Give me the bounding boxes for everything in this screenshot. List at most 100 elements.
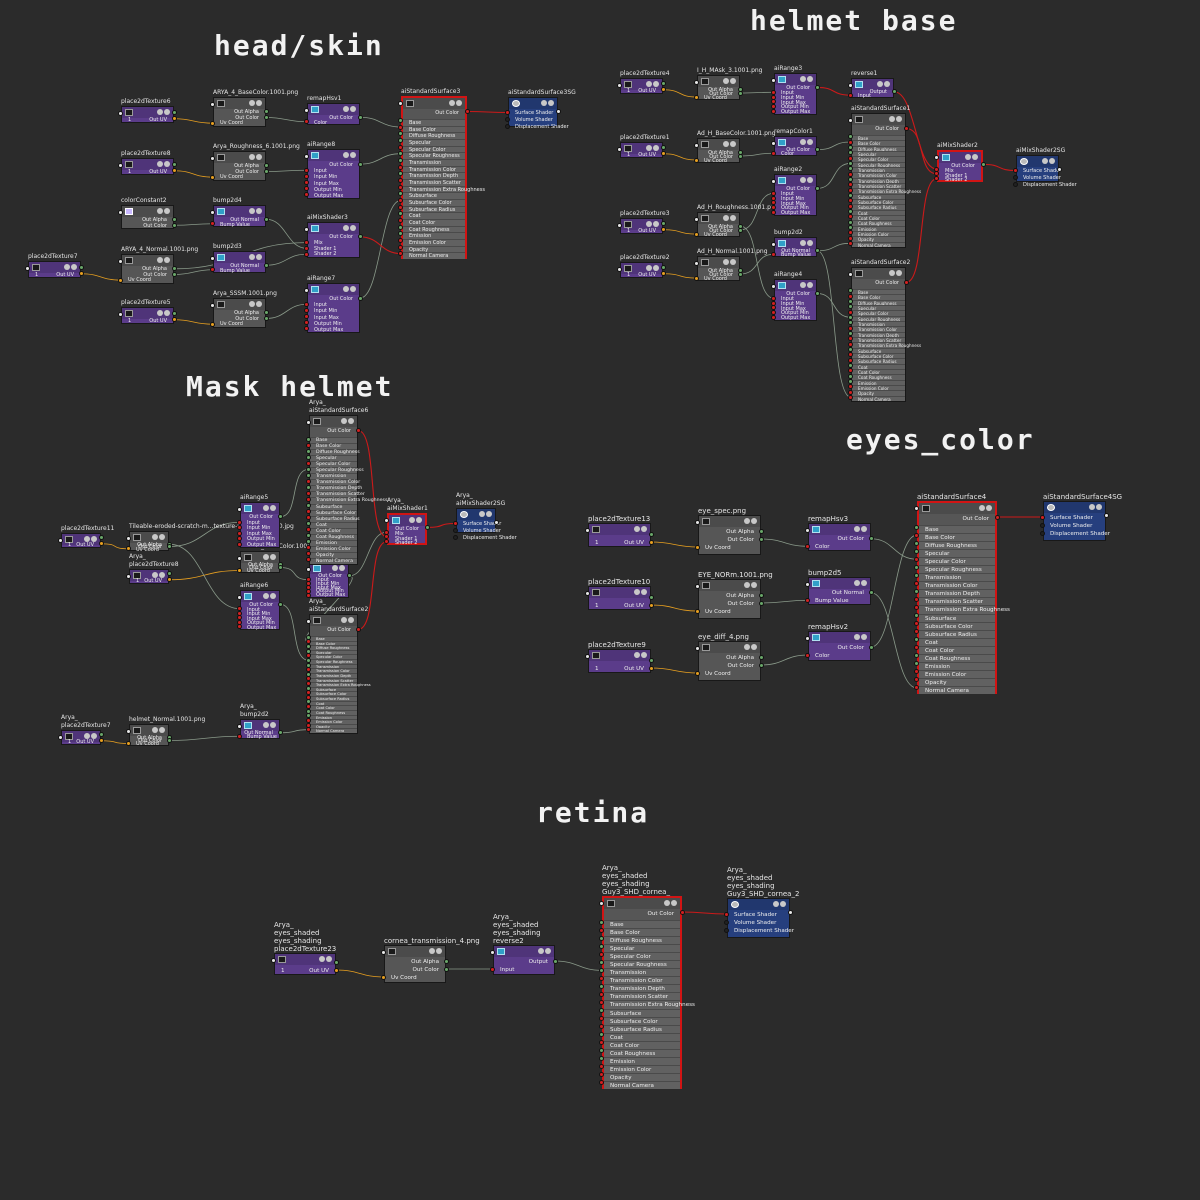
node-expand-icon[interactable] bbox=[256, 208, 262, 214]
attr-row-opacity[interactable]: Opacity bbox=[852, 236, 905, 242]
port-attr[interactable] bbox=[848, 134, 853, 140]
port-attr[interactable] bbox=[599, 1016, 604, 1022]
input-port[interactable] bbox=[126, 729, 131, 734]
attr-row-subsurface[interactable]: Subsurface bbox=[310, 686, 357, 692]
attr-row-transmission[interactable]: Transmission bbox=[604, 968, 680, 977]
port-output-max[interactable] bbox=[771, 315, 776, 321]
attr-row-specular[interactable]: Specular bbox=[310, 649, 357, 655]
port-attr[interactable] bbox=[306, 551, 311, 557]
port-out-color[interactable] bbox=[167, 738, 172, 743]
node-options-icon[interactable] bbox=[157, 208, 163, 214]
port-attr[interactable] bbox=[848, 362, 853, 368]
input-port[interactable] bbox=[585, 528, 590, 533]
node-expand-icon[interactable] bbox=[653, 81, 659, 87]
node-header[interactable] bbox=[310, 416, 357, 427]
port-out-color[interactable] bbox=[356, 627, 361, 632]
node-header[interactable] bbox=[1017, 156, 1058, 167]
port-attr[interactable] bbox=[306, 448, 311, 454]
attr-row-normal-camera[interactable]: Normal Camera bbox=[403, 252, 465, 259]
port-out-uv2[interactable] bbox=[661, 264, 666, 270]
attr-row-transmission[interactable]: Transmission bbox=[310, 473, 357, 480]
node-options-icon[interactable] bbox=[800, 76, 806, 82]
node-header[interactable] bbox=[852, 79, 893, 90]
node-header[interactable] bbox=[308, 284, 359, 295]
attr-row-transmission-depth[interactable]: Transmission Depth bbox=[604, 984, 680, 993]
port-out-uv[interactable] bbox=[649, 602, 654, 608]
node-expand-icon[interactable] bbox=[270, 593, 276, 599]
port-attr[interactable] bbox=[848, 224, 853, 230]
port-uv-coord[interactable] bbox=[237, 568, 242, 573]
port-out-color[interactable] bbox=[759, 600, 764, 606]
node-expand-icon[interactable] bbox=[1049, 158, 1055, 164]
attr-row-transmission[interactable]: Transmission bbox=[403, 159, 465, 166]
attr-row-transmission-depth[interactable]: Transmission Depth bbox=[852, 331, 905, 338]
port-attr[interactable] bbox=[306, 527, 311, 533]
port-attr[interactable] bbox=[914, 677, 919, 683]
port-attr[interactable] bbox=[848, 378, 853, 384]
port-out-uv[interactable] bbox=[661, 87, 666, 93]
attr-row-emission[interactable]: Emission bbox=[310, 714, 357, 720]
node-options-icon[interactable] bbox=[646, 145, 652, 151]
node-expand-icon[interactable] bbox=[730, 78, 736, 84]
input-port[interactable] bbox=[695, 646, 700, 651]
attr-row-transmission-color[interactable]: Transmission Color bbox=[310, 668, 357, 673]
attr-row-opacity[interactable]: Opacity bbox=[852, 390, 905, 396]
node-header[interactable] bbox=[852, 114, 905, 125]
port-out-alpha[interactable] bbox=[759, 654, 764, 660]
port-attr[interactable] bbox=[306, 490, 311, 496]
node-options-icon[interactable] bbox=[854, 634, 860, 640]
attr-row-subsurface[interactable]: Subsurface bbox=[604, 1008, 680, 1017]
port-output-max[interactable] bbox=[304, 192, 309, 198]
node-expand-icon[interactable] bbox=[256, 254, 262, 260]
port-attr[interactable] bbox=[848, 139, 853, 145]
attr-row-coat-roughness[interactable]: Coat Roughness bbox=[852, 374, 905, 380]
attr-row-coat[interactable]: Coat bbox=[310, 521, 357, 528]
attr-row-base-color[interactable]: Base Color bbox=[310, 443, 357, 450]
port-out-uv2[interactable] bbox=[649, 594, 654, 600]
node-options-icon[interactable] bbox=[152, 572, 158, 578]
port-attr[interactable] bbox=[306, 667, 311, 673]
input-port[interactable] bbox=[210, 210, 215, 215]
port-output-max[interactable] bbox=[237, 624, 242, 630]
node-options-icon[interactable] bbox=[157, 310, 163, 316]
port-out-color[interactable] bbox=[167, 544, 172, 549]
attr-row-coat-roughness[interactable]: Coat Roughness bbox=[310, 533, 357, 540]
input-port[interactable] bbox=[126, 536, 131, 541]
port-out-uv[interactable] bbox=[661, 271, 666, 277]
port-attr[interactable] bbox=[306, 472, 311, 478]
port-bump-value[interactable] bbox=[805, 597, 810, 603]
node-options-icon[interactable] bbox=[800, 177, 806, 183]
input-port[interactable] bbox=[848, 83, 853, 88]
port-bump-value[interactable] bbox=[237, 733, 242, 739]
node-header[interactable] bbox=[308, 104, 359, 115]
input-port[interactable] bbox=[805, 582, 810, 587]
port-volume-shader[interactable] bbox=[453, 528, 458, 533]
node-header[interactable] bbox=[457, 509, 495, 520]
port-attr[interactable] bbox=[398, 164, 403, 170]
port-out-color[interactable] bbox=[278, 601, 283, 607]
port-out-alpha[interactable] bbox=[172, 266, 177, 272]
port-attr[interactable] bbox=[306, 639, 311, 645]
node-header[interactable] bbox=[699, 580, 760, 591]
port-shader2[interactable] bbox=[384, 539, 389, 545]
input-port[interactable] bbox=[118, 259, 123, 264]
port-attr[interactable] bbox=[914, 540, 919, 546]
node-expand-icon[interactable] bbox=[861, 526, 867, 532]
port-input-max[interactable] bbox=[237, 530, 242, 536]
